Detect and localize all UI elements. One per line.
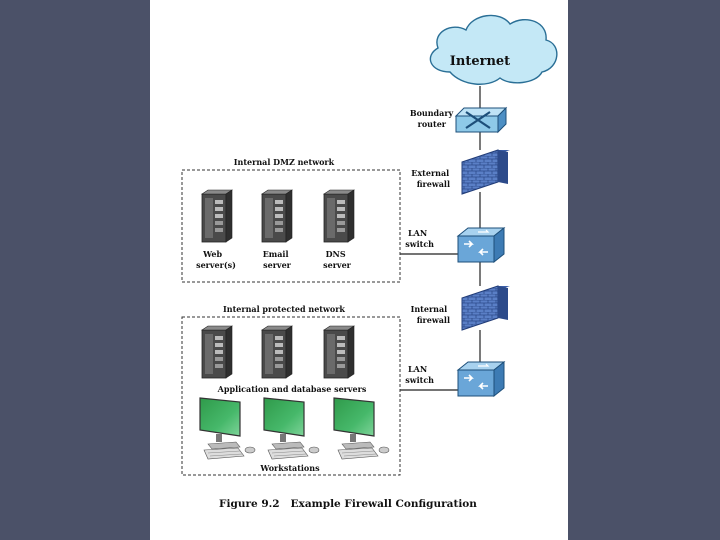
- workstations-label: Workstations: [259, 463, 320, 473]
- web-server-label-line2: server(s): [196, 260, 236, 270]
- workstation-icon-3: [333, 397, 390, 460]
- lan-switch-1: [457, 227, 505, 263]
- external-firewall-label-line1: External: [411, 168, 449, 178]
- workstation-icon-2: [263, 397, 320, 460]
- router-label-line2: router: [418, 119, 447, 129]
- email-server-label-line2: server: [263, 260, 292, 270]
- protected-network: Internal protected network Application a…: [181, 304, 401, 476]
- external-firewall-label-line2: firewall: [417, 179, 450, 189]
- backbone-links: [400, 86, 481, 391]
- firewall-diagram: Internet Boundary router External firewa…: [181, 14, 558, 510]
- dns-server-icon: [323, 189, 355, 243]
- app-server-icon-1: [201, 325, 233, 379]
- internal-firewall-label-line1: Internal: [411, 304, 448, 314]
- lan-switch-1-label-line1: LAN: [408, 228, 427, 238]
- dmz-title: Internal DMZ network: [234, 157, 335, 167]
- svg-text:Web server(s): Web server(s): [196, 249, 236, 270]
- external-firewall: External firewall: [411, 149, 510, 195]
- dns-server-label-line2: server: [323, 260, 352, 270]
- internet-label: Internet: [450, 54, 510, 69]
- svg-text:External firewall: External firewall: [411, 168, 452, 189]
- db-server-icon: [323, 325, 355, 379]
- lan-switch-1-label-line2: switch: [405, 239, 434, 249]
- email-server-label-line1: Email: [263, 249, 289, 259]
- boundary-router: Boundary router: [410, 106, 508, 134]
- figure-caption: Figure 9.2 Example Firewall Configuratio…: [219, 498, 477, 510]
- app-db-servers-label: Application and database servers: [217, 384, 367, 394]
- web-server-label-line1: Web: [202, 249, 222, 259]
- figure-slide: Internet Boundary router External firewa…: [150, 0, 568, 540]
- svg-text:LAN switch: LAN switch: [405, 364, 434, 385]
- dmz-network: Internal DMZ network Web server(s) Email…: [181, 157, 401, 283]
- svg-text:DNS server: DNS server: [323, 249, 352, 270]
- app-server-icon-2: [261, 325, 293, 379]
- email-server-icon: [261, 189, 293, 243]
- protected-title: Internal protected network: [223, 304, 345, 314]
- svg-text:Boundary router: Boundary router: [410, 108, 456, 129]
- svg-text:LAN switch: LAN switch: [405, 228, 434, 249]
- internal-firewall: Internal firewall: [411, 285, 510, 331]
- lan-switch-2: [457, 361, 505, 397]
- lan-switch-2-label-line2: switch: [405, 375, 434, 385]
- router-label-line1: Boundary: [410, 108, 454, 118]
- web-server-icon: [201, 189, 233, 243]
- dns-server-label-line1: DNS: [326, 249, 346, 259]
- lan-switch-2-label-line1: LAN: [408, 364, 427, 374]
- workstation-icon-1: [199, 397, 256, 460]
- internal-firewall-label-line2: firewall: [417, 315, 450, 325]
- svg-text:Email server: Email server: [263, 249, 292, 270]
- internet-cloud: Internet: [429, 14, 558, 85]
- svg-text:Internal firewall: Internal firewall: [411, 304, 450, 325]
